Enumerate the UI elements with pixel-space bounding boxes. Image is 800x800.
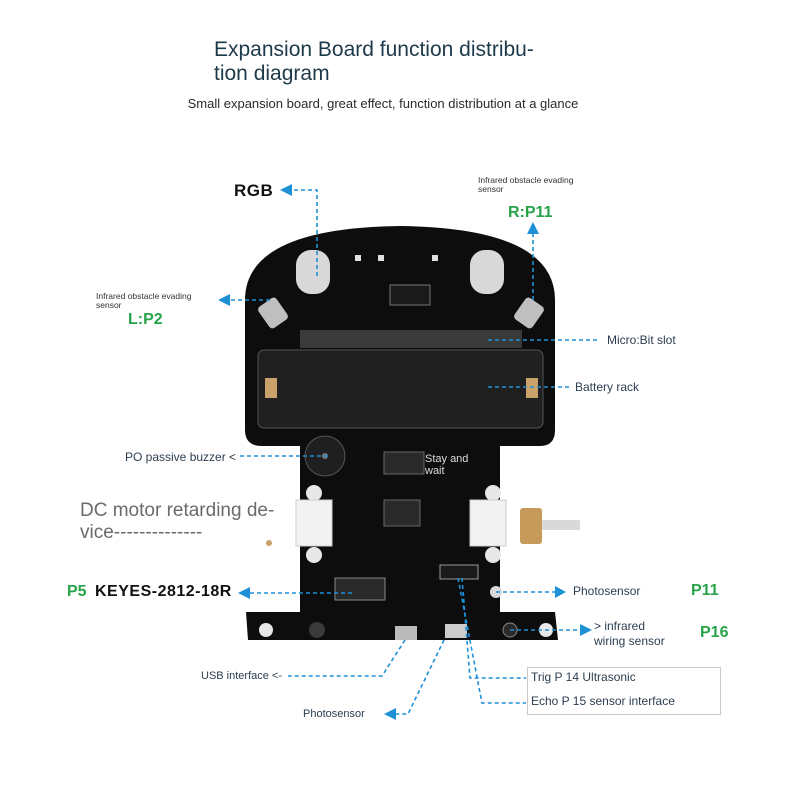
p16-label: P16 xyxy=(700,624,729,641)
p5-label: P5 xyxy=(67,583,87,600)
p11-label: P11 xyxy=(691,582,719,599)
motor-label: DC motor retarding de- vice-------------… xyxy=(80,500,275,543)
expansion-board xyxy=(245,226,580,640)
rgb-led-left xyxy=(296,250,330,294)
ir-sensor-left xyxy=(258,297,288,329)
page-title: Expansion Board function distribu- tion … xyxy=(214,38,534,85)
ir-left-pin: L:P2 xyxy=(128,311,163,328)
page-subtitle: Small expansion board, great effect, fun… xyxy=(187,96,579,111)
rgb-led-right xyxy=(470,250,504,294)
trig-label: Trig P 14 Ultrasonic xyxy=(531,670,636,684)
motor-left xyxy=(295,499,333,547)
stay-wait-label: Stay and wait xyxy=(425,453,469,477)
usb-label: USB interface <- xyxy=(201,670,283,682)
ultrasonic-box xyxy=(527,667,721,715)
echo-label: Echo P 15 sensor interface xyxy=(531,694,675,708)
photosensor-right-label: Photosensor xyxy=(573,584,641,598)
battery-rack-label: Battery rack xyxy=(575,380,640,394)
photosensor-bottom-label: Photosensor xyxy=(303,708,365,720)
ir-left-description: Infrared obstacle evading sensor xyxy=(96,291,192,310)
infrared-wiring-label: > infrared wiring sensor xyxy=(594,619,665,648)
motor-right xyxy=(469,499,507,547)
ir-sensor-right xyxy=(514,297,544,329)
battery-rack xyxy=(257,349,544,429)
rgb-label: RGB xyxy=(234,181,274,200)
buzzer-label: PO passive buzzer < xyxy=(125,450,237,464)
arrowheads xyxy=(218,184,592,720)
ir-right-description: Infrared obstacle evading sensor xyxy=(478,175,574,194)
microbit-slot-label: Micro:Bit slot xyxy=(607,333,676,347)
microbit-slot xyxy=(300,330,522,348)
leader-lines xyxy=(228,189,600,715)
keyes-label: KEYES-2812-18R xyxy=(95,583,232,600)
ir-right-pin: R:P11 xyxy=(508,204,553,221)
